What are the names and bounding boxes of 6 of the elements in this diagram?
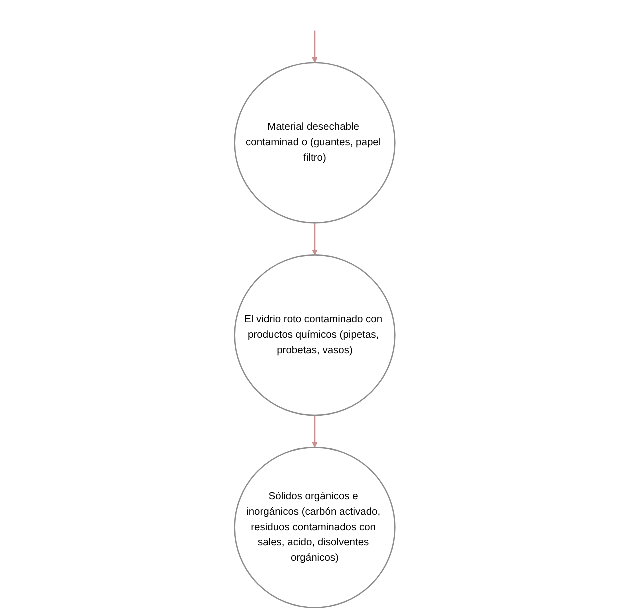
arrow — [312, 223, 318, 256]
arrow — [312, 30, 318, 64]
node-circle: El vidrio roto contaminado con productos químicos (pipetas, probetas, vasos) — [234, 254, 396, 416]
node-circle: Material desechable contaminad o (guantes, papel filtro) — [234, 62, 396, 224]
node-circle: Sólidos orgánicos e inorgánicos (carbón activado, residuos contaminados con sales, acido, disolventes orgánicos) — [234, 446, 396, 608]
arrow — [312, 416, 318, 448]
